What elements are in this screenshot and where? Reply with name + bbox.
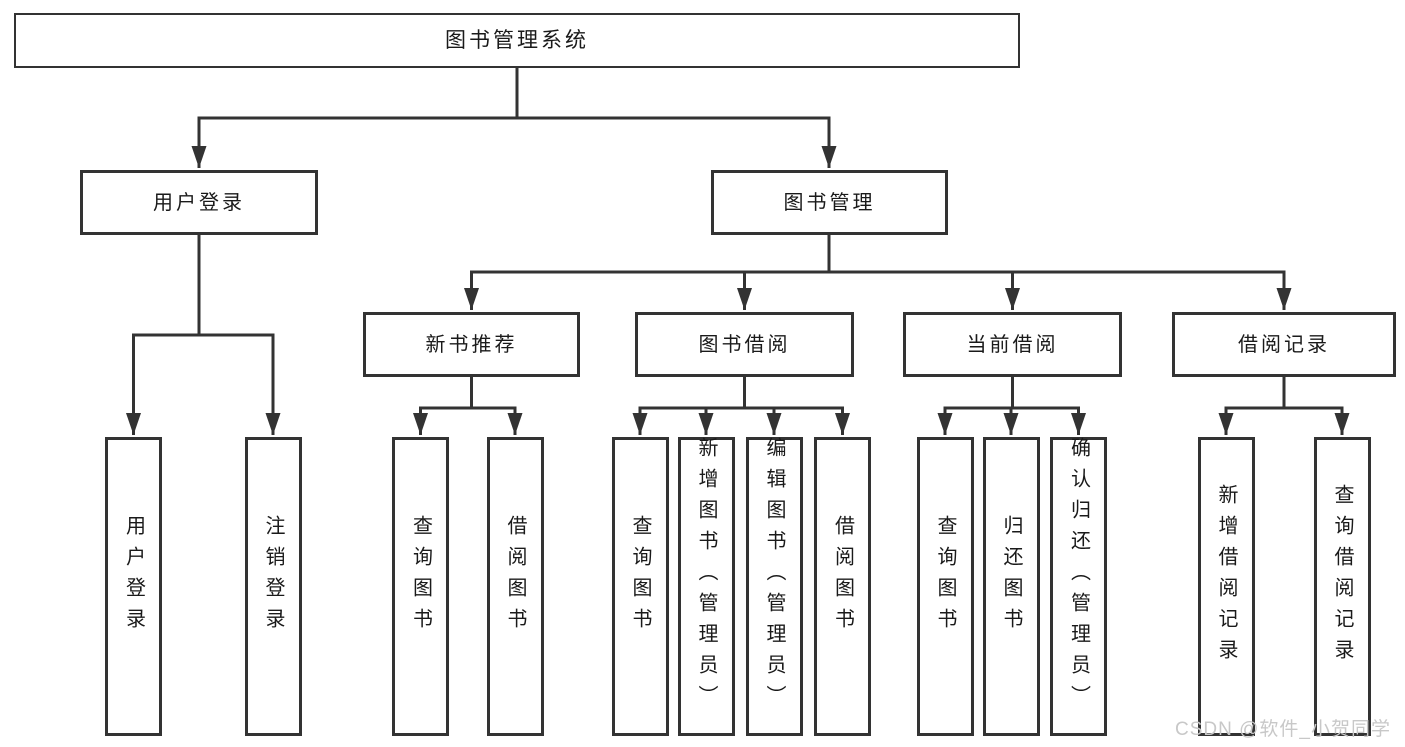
node-label: 图书管理系统	[445, 29, 589, 52]
node-leaf-query-borrow-record: 查询借阅记录	[1313, 437, 1371, 736]
node-user-login: 用户登录	[80, 170, 318, 235]
node-label: 当前借阅	[966, 333, 1059, 356]
node-label: 查询图书	[629, 514, 651, 639]
node-leaf-logout: 注销登录	[244, 437, 302, 736]
node-label: 编辑图书（管理员）	[763, 437, 785, 716]
node-label: 借阅图书	[504, 514, 526, 639]
node-leaf-query-books-current: 查询图书	[916, 437, 974, 736]
node-leaf-add-borrow-record: 新增借阅记录	[1197, 437, 1255, 736]
node-label: 图书借阅	[698, 333, 791, 356]
node-label: 新增图书（管理员）	[695, 437, 717, 716]
node-label: 查询图书	[934, 514, 956, 639]
node-label: 注销登录	[262, 514, 284, 639]
node-leaf-confirm-return-admin: 确认归还（管理员）	[1050, 437, 1107, 736]
node-label: 确认归还（管理员）	[1067, 437, 1090, 716]
node-leaf-borrow-books-borrowing: 借阅图书	[814, 437, 871, 736]
node-label: 查询借阅记录	[1331, 483, 1353, 670]
node-leaf-edit-books-admin: 编辑图书（管理员）	[745, 437, 803, 736]
node-leaf-query-books-recommend: 查询图书	[392, 437, 449, 736]
node-book-management: 图书管理	[711, 170, 948, 235]
node-label: 新增借阅记录	[1215, 483, 1237, 670]
node-borrowing-records: 借阅记录	[1172, 312, 1396, 377]
node-label: 借阅图书	[831, 514, 854, 639]
node-leaf-query-books-borrowing: 查询图书	[611, 437, 669, 736]
node-leaf-user-login: 用户登录	[105, 437, 162, 736]
node-current-borrowing: 当前借阅	[903, 312, 1122, 377]
node-leaf-return-books: 归还图书	[982, 437, 1040, 736]
node-leaf-borrow-books-recommend: 借阅图书	[486, 437, 544, 736]
node-label: 归还图书	[1000, 514, 1022, 639]
node-leaf-add-books-admin: 新增图书（管理员）	[677, 437, 735, 736]
node-book-borrowing: 图书借阅	[635, 312, 854, 377]
node-label: 用户登录	[122, 514, 145, 639]
csdn-watermark: CSDN @软件_小贺同学	[1175, 719, 1391, 740]
node-new-book-recommendation: 新书推荐	[363, 312, 580, 377]
node-label: 新书推荐	[425, 333, 518, 356]
node-label: 用户登录	[153, 191, 245, 214]
node-label: 借阅记录	[1238, 333, 1330, 356]
node-label: 查询图书	[409, 514, 432, 639]
node-label: 图书管理	[783, 191, 876, 214]
node-library-management-system: 图书管理系统	[14, 13, 1020, 68]
